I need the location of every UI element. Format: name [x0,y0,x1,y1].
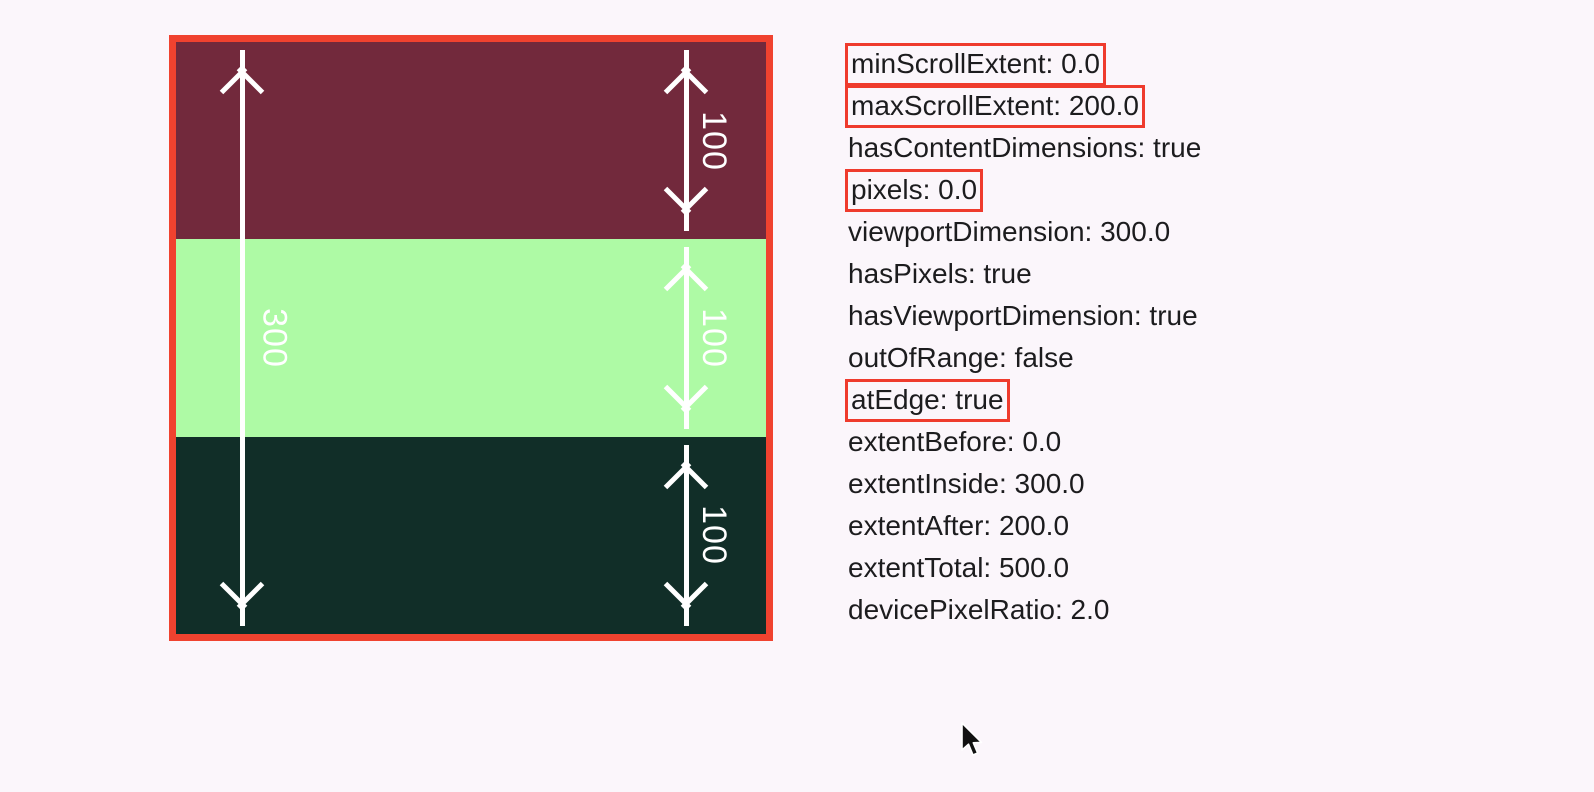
metric-min-scroll-extent: minScrollExtent: 0.0 [843,42,1363,86]
metric-label: hasViewportDimension: true [848,299,1198,331]
arrow-head-up-icon [664,247,708,291]
metric-pixels: pixels: 0.0 [843,168,1363,212]
scroll-extent-diagram: 100 100 100 300 [169,35,773,641]
metric-label: devicePixelRatio: 2.0 [848,593,1110,625]
metric-max-scroll-extent: maxScrollExtent: 200.0 [843,84,1363,128]
arrow-shaft [683,247,689,429]
metric-label: extentAfter: 200.0 [848,509,1070,541]
extent-after-label: 100 [695,505,734,566]
extent-before-arrow: 100 [664,50,734,232]
metric-extent-total: extentTotal: 500.0 [843,547,1363,589]
metric-label: atEdge: true [845,378,1010,422]
arrow-shaft [683,50,689,232]
metric-label: extentInside: 300.0 [848,467,1085,499]
metric-label: viewportDimension: 300.0 [848,215,1171,247]
arrow-head-down-icon [664,385,708,429]
metric-has-viewport-dimension: hasViewportDimension: true [843,295,1363,337]
arrow-head-down-icon [664,187,708,231]
metric-device-pixel-ratio: devicePixelRatio: 2.0 [843,589,1363,631]
metric-has-pixels: hasPixels: true [843,253,1363,295]
extent-inside-arrow: 100 [664,247,734,429]
metric-extent-after: extentAfter: 200.0 [843,505,1363,547]
metric-label: hasPixels: true [848,257,1032,289]
extent-after-band: 100 [176,436,766,634]
metric-label: pixels: 0.0 [845,168,984,212]
metric-label: hasContentDimensions: true [848,131,1202,163]
arrow-head-down-icon [664,582,708,626]
band-stack: 100 100 100 [176,42,766,634]
extent-after-arrow: 100 [664,444,734,626]
metric-label: maxScrollExtent: 200.0 [845,84,1145,128]
metric-label: outOfRange: false [848,341,1074,373]
metric-extent-before: extentBefore: 0.0 [843,421,1363,463]
total-extent-label: 300 [255,308,294,368]
extent-inside-band: 100 [176,239,766,437]
metric-viewport-dimension: viewportDimension: 300.0 [843,211,1363,253]
arrow-head-up-icon [664,50,708,94]
metric-at-edge: atEdge: true [843,378,1363,422]
extent-before-band: 100 [176,42,766,240]
metric-label: extentTotal: 500.0 [848,551,1070,583]
metric-has-content-dimensions: hasContentDimensions: true [843,127,1363,169]
metric-label: extentBefore: 0.0 [848,425,1062,457]
mouse-pointer-icon [960,722,986,758]
metric-extent-inside: extentInside: 300.0 [843,463,1363,505]
arrow-head-up-icon [664,445,708,489]
extent-inside-label: 100 [695,308,734,368]
metric-out-of-range: outOfRange: false [843,337,1363,379]
extent-before-label: 100 [695,110,734,171]
arrow-shaft [683,444,689,626]
metric-label: minScrollExtent: 0.0 [845,42,1106,86]
